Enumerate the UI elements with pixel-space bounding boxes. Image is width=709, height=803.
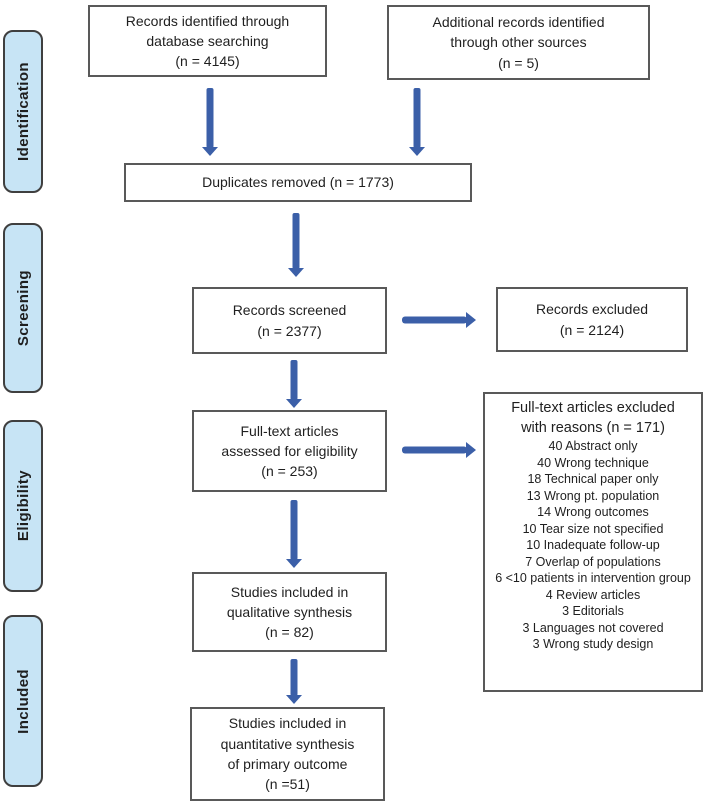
down-arrow-icon bbox=[286, 360, 302, 408]
stage-identification-label: Identification bbox=[14, 62, 32, 161]
box-text-line: through other sources bbox=[450, 34, 587, 51]
box-text-line: (n = 82) bbox=[265, 624, 314, 641]
exclusion-reason: 10 Inadequate follow-up bbox=[526, 538, 660, 553]
right-arrow-icon bbox=[402, 442, 476, 458]
box-additional-records: Additional records identified through ot… bbox=[387, 5, 650, 80]
box-fulltext-assessed: Full-text articles assessed for eligibil… bbox=[192, 410, 387, 492]
box-text-line: Full-text articles bbox=[240, 422, 339, 439]
box-records-identified-database: Records identified through database sear… bbox=[88, 5, 327, 77]
stage-identification: Identification bbox=[3, 30, 43, 193]
box-text-line: assessed for eligibility bbox=[221, 442, 358, 459]
stage-eligibility: Eligibility bbox=[3, 420, 43, 592]
box-duplicates-removed: Duplicates removed (n = 1773) bbox=[124, 163, 472, 202]
box-text-line: Duplicates removed (n = 1773) bbox=[202, 174, 394, 191]
exclusion-reason: 13 Wrong pt. population bbox=[526, 488, 660, 503]
box-text-line: Additional records identified bbox=[432, 14, 605, 31]
box-text-line: Studies included in bbox=[230, 583, 349, 600]
down-arrow-icon bbox=[286, 500, 302, 568]
box-text-line: (n = 2377) bbox=[257, 322, 322, 339]
stage-included: Included bbox=[3, 615, 43, 787]
box-text-line: Records identified through bbox=[125, 12, 290, 29]
box-title-line: with reasons (n = 171) bbox=[521, 419, 665, 436]
exclusion-reason: 3 Wrong study design bbox=[532, 637, 654, 652]
stage-included-label: Included bbox=[14, 668, 32, 734]
exclusion-reason: 10 Tear size not specified bbox=[522, 521, 664, 536]
right-arrow-icon bbox=[402, 312, 476, 328]
box-text-line: Studies included in bbox=[228, 715, 347, 732]
stage-screening: Screening bbox=[3, 223, 43, 393]
stage-screening-label: Screening bbox=[14, 269, 32, 347]
box-qualitative-synthesis: Studies included in qualitative synthesi… bbox=[192, 572, 387, 652]
exclusion-reason: 6 <10 patients in intervention group bbox=[495, 571, 691, 586]
box-records-excluded: Records excluded (n = 2124) bbox=[496, 287, 688, 352]
box-text-line: quantitative synthesis bbox=[220, 735, 355, 752]
down-arrow-icon bbox=[409, 88, 425, 156]
box-text-line: (n = 253) bbox=[261, 463, 318, 480]
exclusion-reason: 3 Editorials bbox=[562, 604, 624, 619]
exclusion-reason: 18 Technical paper only bbox=[527, 472, 659, 487]
box-fulltext-excluded: Full-text articles excluded with reasons… bbox=[483, 392, 703, 692]
box-records-screened: Records screened (n = 2377) bbox=[192, 287, 387, 354]
box-text-line: database searching bbox=[146, 32, 269, 49]
exclusion-reason: 40 Wrong technique bbox=[537, 455, 649, 470]
exclusion-reason: 4 Review articles bbox=[545, 587, 641, 602]
down-arrow-icon bbox=[202, 88, 218, 156]
box-text-line: (n = 5) bbox=[498, 54, 539, 71]
box-text-line: qualitative synthesis bbox=[226, 603, 353, 620]
down-arrow-icon bbox=[286, 659, 302, 704]
box-text-line: Records screened bbox=[232, 302, 347, 319]
exclusion-reason: 3 Languages not covered bbox=[522, 620, 664, 635]
exclusion-reason: 7 Overlap of populations bbox=[525, 554, 661, 569]
box-title-line: Full-text articles excluded bbox=[511, 400, 675, 416]
box-text-line: (n = 4145) bbox=[175, 53, 240, 70]
stage-eligibility-label: Eligibility bbox=[14, 470, 32, 542]
down-arrow-icon bbox=[288, 213, 304, 277]
box-text-line: (n =51) bbox=[265, 776, 310, 793]
box-quantitative-synthesis: Studies included in quantitative synthes… bbox=[190, 707, 385, 801]
exclusion-reason: 40 Abstract only bbox=[548, 439, 638, 454]
box-text-line: Records excluded bbox=[535, 301, 649, 318]
box-text-line: of primary outcome bbox=[227, 756, 348, 772]
box-text-line: (n = 2124) bbox=[559, 321, 625, 338]
exclusion-reason: 14 Wrong outcomes bbox=[537, 505, 649, 520]
